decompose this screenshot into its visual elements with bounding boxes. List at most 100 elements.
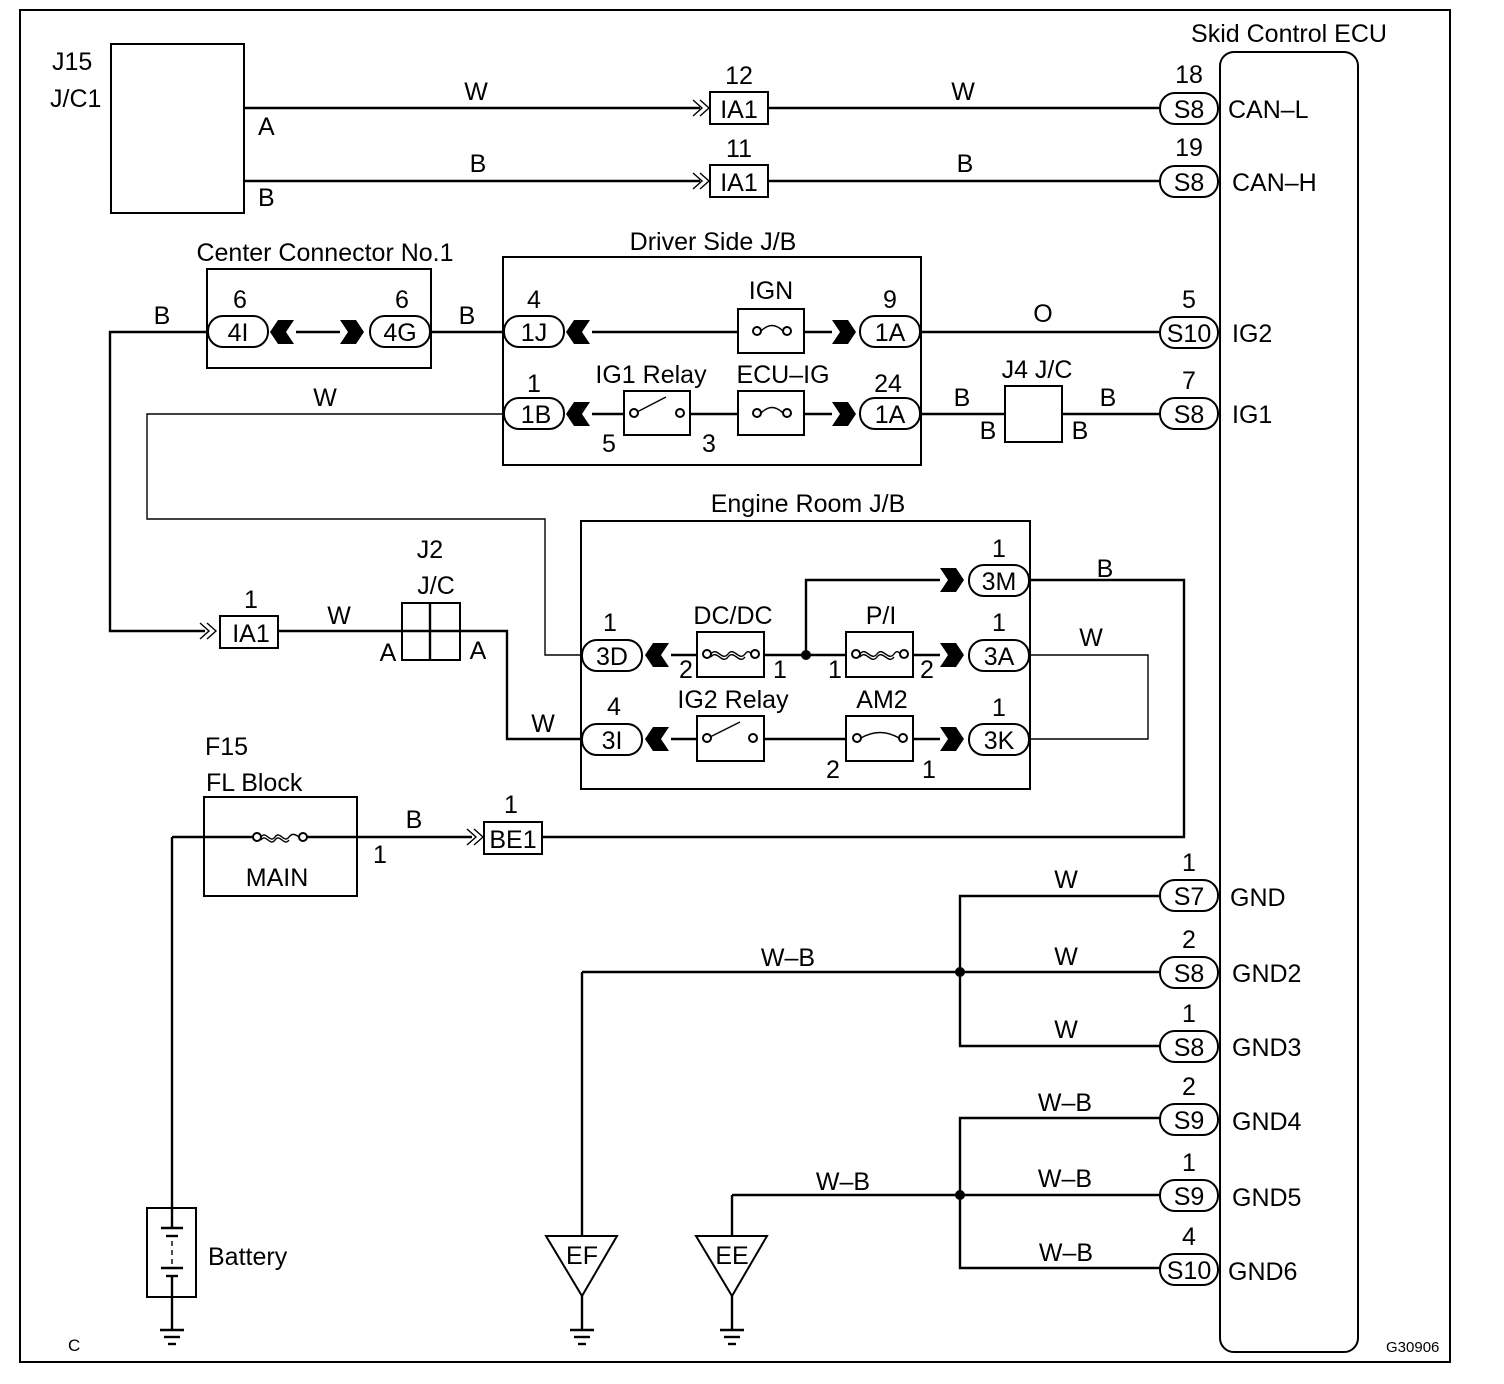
- j2-id: J2: [417, 536, 443, 564]
- pin-num: 5: [1182, 286, 1196, 314]
- pin-name: GND6: [1228, 1258, 1297, 1286]
- ground-wires-gnd123: W W W W–B: [580, 866, 1160, 1236]
- pin-num: 7: [1182, 367, 1196, 395]
- ground-wires-gnd456: W–B W–B W–B W–B: [730, 1089, 1160, 1270]
- wire-color: B: [459, 302, 476, 330]
- j2-term: A: [380, 639, 397, 667]
- ecu-pin: S8 18 CAN–L: [1159, 61, 1309, 125]
- wire-color: W: [531, 710, 555, 738]
- ig1-feed-wire: W: [146, 384, 582, 656]
- fuse-pin: 1: [828, 656, 842, 684]
- pin-name: GND5: [1232, 1184, 1301, 1212]
- ecu-ig-label: ECU–IG: [736, 361, 829, 389]
- can-h-wire: IA1 11 B B: [244, 135, 1160, 198]
- ig2-wire: O: [920, 300, 1160, 334]
- pin-num: 18: [1175, 61, 1203, 89]
- pin-conn: 3K: [984, 727, 1015, 755]
- be1-num: 1: [504, 791, 518, 819]
- ia1-connector-12: [709, 91, 769, 125]
- wire-color: W: [951, 78, 975, 106]
- ia1-to-j2: IA1 1 W J2 J/C A A W: [199, 536, 582, 741]
- pin-num: 4: [607, 693, 621, 721]
- j4-term: B: [980, 417, 997, 445]
- m3-out-wire: B: [543, 555, 1186, 839]
- ecu-pin: S8 7 IG1: [1159, 367, 1272, 430]
- relay-pin: 3: [702, 430, 716, 458]
- am2-label: AM2: [856, 686, 907, 714]
- wire-color: W–B: [761, 944, 815, 972]
- wire-color: B: [154, 302, 171, 330]
- wire-color: O: [1033, 300, 1052, 328]
- f15-id: F15: [205, 733, 248, 761]
- pin-conn: S10: [1167, 320, 1211, 348]
- ecu-ig-fuse: [737, 390, 805, 436]
- driver-jb-title: Driver Side J/B: [630, 228, 797, 256]
- pin-conn: S9: [1174, 1183, 1205, 1211]
- ig1-wire: J4 J/C B B B B: [920, 356, 1160, 445]
- ecu-pin: S9 1 GND5: [1159, 1149, 1301, 1212]
- am2-fuse: [845, 715, 914, 762]
- pin-num: 1: [992, 694, 1006, 722]
- battery: Battery: [146, 837, 288, 1346]
- battery-label: Battery: [208, 1243, 288, 1271]
- pin-conn: 4G: [383, 319, 416, 347]
- ecu-pin: S8 2 GND2: [1159, 926, 1301, 989]
- pin-num: 4: [1182, 1223, 1196, 1251]
- diagram-frame: [19, 9, 1451, 1363]
- pin-conn: 1A: [875, 401, 906, 429]
- wire-color: W: [327, 602, 351, 630]
- pin-conn: S9: [1174, 1107, 1205, 1135]
- fuse-pin: 2: [920, 656, 934, 684]
- pin-conn: 3D: [596, 643, 628, 671]
- pin-conn: S8: [1174, 169, 1205, 197]
- figure-code: G30906: [1386, 1339, 1439, 1356]
- dcdc-label: DC/DC: [693, 602, 772, 630]
- fuse-pin: 2: [826, 756, 840, 784]
- pin-conn: 3I: [602, 727, 623, 755]
- pi-label: P/I: [866, 602, 897, 630]
- wire-color: B: [1097, 555, 1114, 583]
- pin-num: 6: [395, 286, 409, 314]
- pin-conn: 3M: [982, 568, 1017, 596]
- fuse-pin: 2: [679, 656, 693, 684]
- center-connector-no1: Center Connector No.1 4I 6 4G 6: [196, 239, 454, 369]
- wire-color: B: [1100, 384, 1117, 412]
- ig2-relay: [696, 715, 765, 762]
- ia1-11-num: 11: [726, 135, 752, 163]
- can-l-wire: IA1 12 W W: [244, 62, 1160, 125]
- ig1-relay-label: IG1 Relay: [595, 361, 707, 389]
- j15-term-a: A: [258, 113, 275, 141]
- pin-num: 9: [883, 286, 897, 314]
- wire-color: B: [406, 806, 423, 834]
- ig1-relay: [623, 390, 691, 436]
- pin-num: 1: [527, 370, 541, 398]
- pin-conn: 3A: [984, 643, 1015, 671]
- wire-color: W–B: [1039, 1239, 1093, 1267]
- j2-term: A: [470, 637, 487, 665]
- pin-conn: 1A: [875, 319, 906, 347]
- fuse-pin: 1: [922, 756, 936, 784]
- pin-num: 6: [233, 286, 247, 314]
- ig2-relay-label: IG2 Relay: [677, 686, 789, 714]
- pin-num: 19: [1175, 134, 1203, 162]
- wire-color: B: [957, 150, 974, 178]
- ia1-connector-11: [709, 164, 769, 198]
- pin-conn: S7: [1174, 883, 1205, 911]
- ia1-1-num: 1: [244, 586, 258, 614]
- pin-conn: S8: [1174, 1034, 1205, 1062]
- ia1-12-label: IA1: [720, 96, 758, 124]
- j4-name: J4 J/C: [1002, 356, 1073, 384]
- pin-conn: S8: [1174, 960, 1205, 988]
- pin-conn: 1J: [521, 319, 547, 347]
- pin-name: GND2: [1232, 960, 1301, 988]
- wire-color: W: [1054, 943, 1078, 971]
- cc-left-wire: B: [108, 302, 208, 633]
- pin-num: 1: [992, 609, 1006, 637]
- pin-name: IG1: [1232, 401, 1272, 429]
- pin-name: GND3: [1232, 1034, 1301, 1062]
- pin-num: 1: [992, 535, 1006, 563]
- cc-right-wire: B: [430, 302, 503, 334]
- j15-term-b: B: [258, 184, 275, 212]
- f15-pin: 1: [373, 841, 387, 869]
- relay-pin: 5: [602, 430, 616, 458]
